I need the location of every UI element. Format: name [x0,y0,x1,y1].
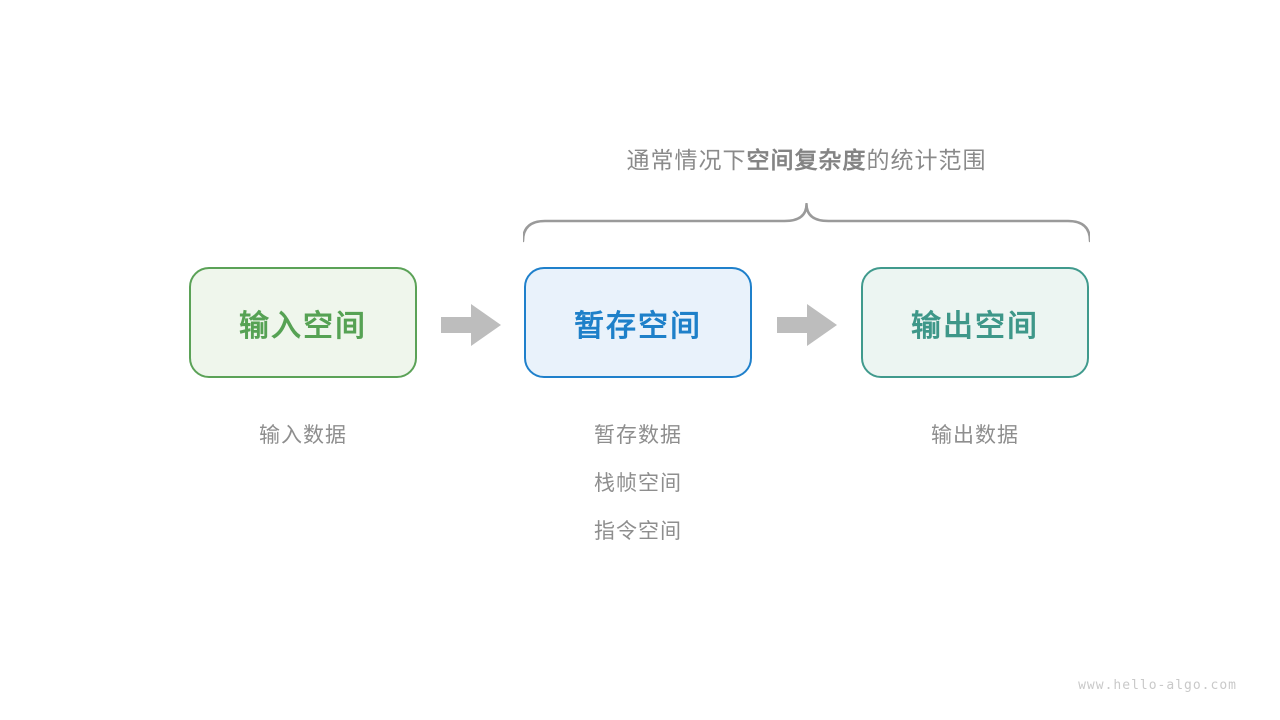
annotation-line: 输出数据 [931,424,1019,447]
input-space-box: 输入空间 [189,267,417,378]
watermark: www.hello-algo.com [1078,678,1237,693]
arrow-right-icon [777,304,837,346]
output-space-box: 输出空间 [861,267,1089,378]
input-space-annotation: 输入数据 [189,412,417,460]
temp-space-label: 暂存空间 [574,309,702,343]
arrow-right-shape [441,304,501,346]
annotation-line: 输入数据 [259,424,347,447]
arrow-right-shape [777,304,837,346]
temp-space-box: 暂存空间 [524,267,752,378]
output-space-annotation: 输出数据 [861,412,1089,460]
title-suffix: 的统计范围 [866,147,987,173]
title-emphasis: 空间复杂度 [746,147,867,173]
diagram-title: 通常情况下空间复杂度的统计范围 [523,141,1090,175]
input-space-label: 输入空间 [239,309,367,343]
output-space-label: 输出空间 [911,309,1039,343]
title-prefix: 通常情况下 [626,147,747,173]
arrow-right-icon [441,304,501,346]
temp-space-annotation: 暂存数据 栈帧空间 指令空间 [524,412,752,556]
curly-brace-icon [523,203,1090,243]
annotation-line: 暂存数据 [594,424,682,447]
annotation-line: 指令空间 [594,520,682,543]
curly-brace-path [523,203,1090,243]
annotation-line: 栈帧空间 [594,472,682,495]
